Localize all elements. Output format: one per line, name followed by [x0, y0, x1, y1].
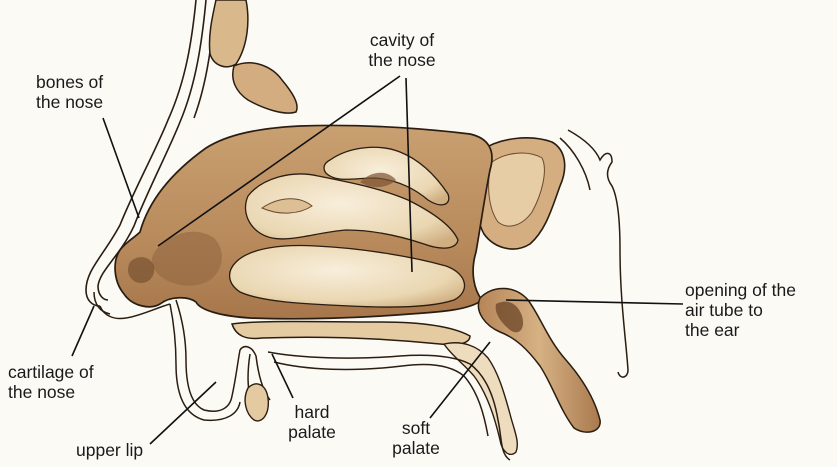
pharynx-outline [560, 130, 628, 377]
lower-lip [245, 384, 268, 421]
label-soft-palate-line-1: soft [386, 418, 446, 438]
leader-line-cartilage [72, 306, 94, 356]
nasal-bone-fragment [233, 63, 297, 113]
frontal-bone-fragment [209, 0, 247, 67]
leader-line-opening [506, 300, 683, 304]
label-cavity-of-the-nose: cavity of the nose [350, 30, 454, 70]
label-bones-of-the-nose: bones of the nose [36, 72, 103, 112]
label-cavity-line-1: cavity of [350, 30, 454, 50]
label-opening-line-2: air tube to [685, 300, 796, 320]
nasal-vestibule-shadow [128, 257, 154, 283]
leader-line-bones [103, 118, 139, 218]
label-opening-air-tube: opening of the air tube to the ear [685, 280, 796, 340]
label-cartilage-line-1: cartilage of [8, 362, 94, 382]
label-upper-lip: upper lip [76, 440, 143, 460]
label-hard-palate: hard palate [282, 402, 342, 442]
hard-palate-shape [232, 322, 470, 345]
label-opening-line-1: opening of the [685, 280, 796, 300]
label-cavity-line-2: the nose [350, 50, 454, 70]
label-hard-palate-line-2: palate [282, 422, 342, 442]
label-bones-line-1: bones of [36, 72, 103, 92]
leader-line-upper-lip [150, 382, 216, 444]
label-cartilage-of-the-nose: cartilage of the nose [8, 362, 94, 402]
label-cartilage-line-2: the nose [8, 382, 94, 402]
label-hard-palate-line-1: hard [282, 402, 342, 422]
leader-line-hard-palate [272, 354, 293, 398]
label-upper-lip-line-1: upper lip [76, 440, 143, 460]
label-soft-palate: soft palate [386, 418, 446, 458]
label-bones-line-2: the nose [36, 92, 103, 112]
label-soft-palate-line-2: palate [386, 438, 446, 458]
label-opening-line-3: the ear [685, 320, 796, 340]
